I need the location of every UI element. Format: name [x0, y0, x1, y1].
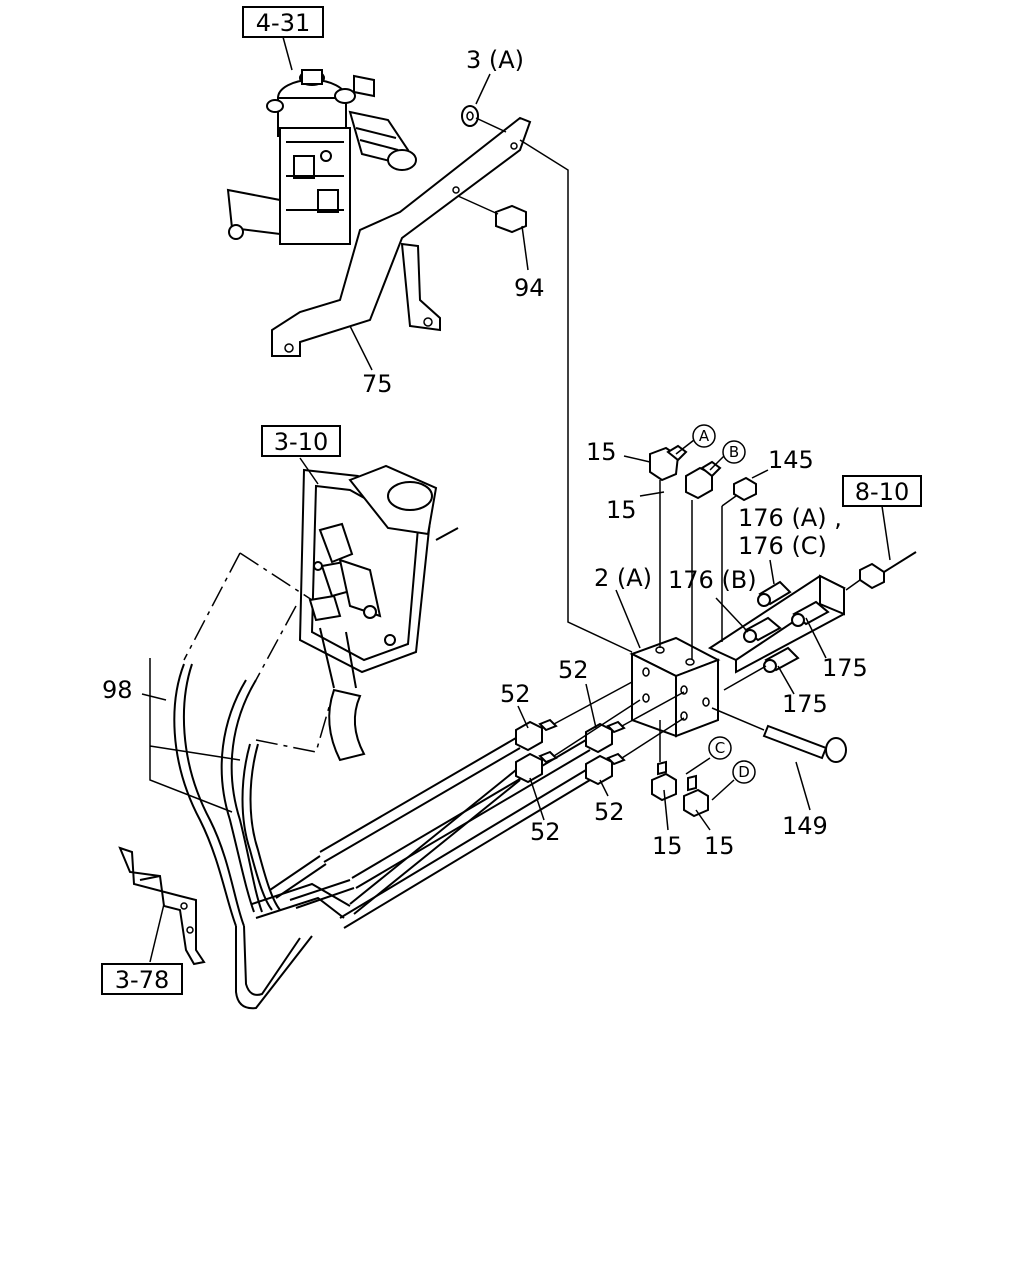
valve-unit-illustration [226, 69, 417, 245]
elbow-fitting-15-d [683, 774, 709, 818]
callout-15-d: 15 [704, 832, 735, 860]
callout-94: 94 [514, 274, 545, 302]
union-fitting-52-a [515, 681, 633, 752]
routing-line-left-1 [183, 552, 241, 661]
leader-lines [141, 73, 891, 963]
callout-15-a: 15 [586, 438, 617, 466]
bracket-75-leg [400, 242, 441, 332]
sensor-175-b [723, 646, 800, 691]
circled-letter-b: B [722, 440, 746, 464]
svg-text:B: B [729, 443, 739, 461]
bracket-98 [149, 658, 241, 813]
ref-label-8-10: 8-10 [855, 478, 909, 506]
callout-15-c: 15 [652, 832, 683, 860]
union-fitting-52-d [585, 717, 685, 786]
svg-text:D: D [738, 763, 750, 781]
nut-3a [461, 105, 507, 133]
ref-box-3-78: 3-78 [101, 963, 183, 995]
callout-145: 145 [768, 446, 814, 474]
bolt-149 [711, 707, 847, 763]
elbow-fitting-15-c [651, 720, 677, 802]
bracket-75 [271, 116, 532, 357]
harness-connector [845, 551, 917, 591]
sensor-rail-block [707, 574, 846, 674]
callout-175-b: 175 [782, 690, 828, 718]
svg-text:A: A [699, 427, 710, 445]
callout-2a: 2 (A) [594, 564, 652, 592]
leader-bracket-to-block [519, 139, 633, 653]
ref-box-8-10: 8-10 [842, 475, 922, 507]
callout-176ac-line2: 176 (C) [738, 532, 827, 560]
callout-52-d: 52 [594, 798, 625, 826]
clamp-bracket-illustration [118, 846, 206, 966]
callout-3a: 3 (A) [466, 46, 524, 74]
callout-149: 149 [782, 812, 828, 840]
routing-line-left-4 [255, 689, 335, 753]
elbow-fitting-15-a [649, 444, 688, 648]
bolt-94 [457, 195, 527, 234]
circled-letter-c: C [708, 736, 732, 760]
manifold-block-2a [629, 636, 721, 738]
union-fitting-52-c [515, 699, 641, 784]
pipe-bundle-98 [173, 663, 591, 1010]
svg-text:C: C [715, 739, 725, 757]
circled-letter-a: A [692, 424, 716, 448]
union-fitting-52-b [585, 691, 685, 754]
ref-label-4-31: 4-31 [256, 9, 310, 37]
sensor-175-a [791, 600, 830, 627]
plug-145 [721, 476, 757, 642]
routing-line-left-3 [255, 605, 297, 681]
callout-15-b: 15 [606, 496, 637, 524]
callout-176ac-line1: 176 (A) , [738, 504, 842, 532]
ref-box-4-31: 4-31 [242, 6, 324, 71]
ref-label-3-78: 3-78 [115, 966, 169, 994]
elbow-fitting-15-b [685, 460, 722, 660]
circled-letter-d: D [732, 760, 756, 784]
callout-98: 98 [102, 676, 133, 704]
callout-52-c: 52 [530, 818, 561, 846]
sensor-176a [757, 580, 792, 607]
callout-52-b: 52 [558, 656, 589, 684]
callout-175-a: 175 [822, 654, 868, 682]
control-valve-illustration [298, 464, 459, 762]
routing-line-left-2 [239, 552, 313, 601]
ref-label-3-10: 3-10 [274, 428, 328, 456]
callout-176b: 176 (B) [668, 566, 757, 594]
ref-box-3-10: 3-10 [261, 425, 341, 457]
callout-75: 75 [362, 370, 393, 398]
callout-52-a: 52 [500, 680, 531, 708]
sensor-176b [743, 616, 782, 643]
